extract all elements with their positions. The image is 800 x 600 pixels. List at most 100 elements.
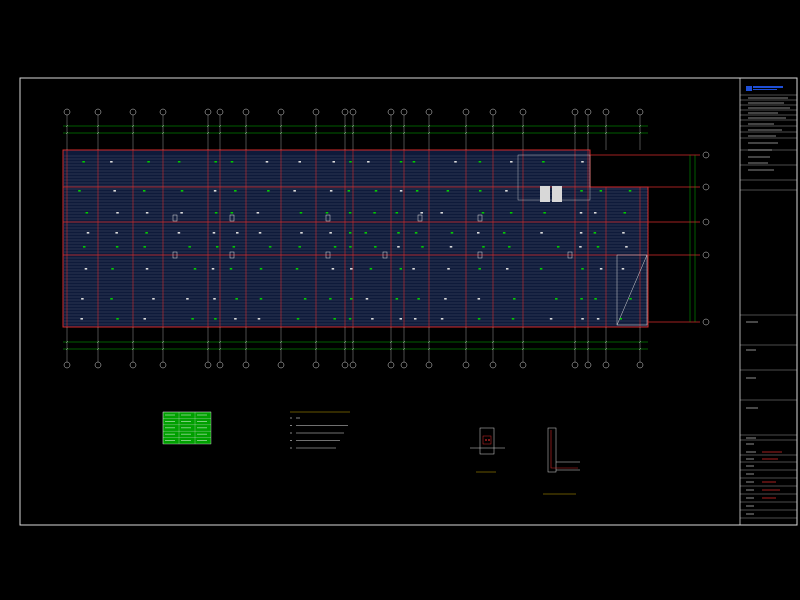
- rebar-mark: [234, 318, 237, 320]
- rebar-mark: [266, 161, 269, 163]
- rebar-mark: [400, 190, 403, 192]
- section-detail-1: [470, 428, 505, 472]
- rebar-mark: [348, 190, 351, 192]
- axis-bubble-top: [572, 109, 578, 115]
- axis-bubble-right: [703, 319, 709, 325]
- rebar-mark: [329, 298, 332, 300]
- rebar-mark: [600, 268, 603, 270]
- axis-bubble-top: [520, 109, 526, 115]
- axis-bubble-top: [205, 109, 211, 115]
- axis-bubble-top: [217, 109, 223, 115]
- axis-bubble-top: [160, 109, 166, 115]
- axis-bubble-bottom: [243, 362, 249, 368]
- rebar-mark: [365, 232, 368, 234]
- axis-bubble-bottom: [426, 362, 432, 368]
- rebar-mark: [447, 268, 450, 270]
- rebar-mark: [269, 246, 272, 248]
- rebar-mark: [178, 161, 181, 163]
- rebar-mark: [375, 190, 378, 192]
- rebar-mark: [298, 161, 301, 163]
- axis-bubble-top: [342, 109, 348, 115]
- rebar-mark: [259, 232, 262, 234]
- rebar-mark: [349, 246, 352, 248]
- rebar-mark: [146, 212, 149, 214]
- axis-bubble-top: [426, 109, 432, 115]
- rebar-mark: [581, 161, 584, 163]
- rebar-mark: [191, 318, 194, 320]
- rebar-mark: [213, 298, 216, 300]
- rebar-mark: [326, 212, 329, 214]
- rebar-mark: [482, 246, 485, 248]
- rebar-mark: [397, 246, 400, 248]
- rebar-mark: [110, 298, 113, 300]
- rebar-mark: [116, 246, 119, 248]
- rebar-mark: [152, 298, 155, 300]
- rebar-mark: [332, 161, 335, 163]
- axis-bubble-top: [603, 109, 609, 115]
- rebar-mark: [594, 212, 597, 214]
- axis-bubble-top: [95, 109, 101, 115]
- rebar-mark: [374, 246, 377, 248]
- rebar-mark: [412, 268, 415, 270]
- rebar-mark: [80, 318, 83, 320]
- axis-bubble-top: [490, 109, 496, 115]
- rebar-mark: [231, 161, 234, 163]
- rebar-mark: [188, 246, 191, 248]
- rebar-mark: [505, 190, 508, 192]
- axis-bubble-top: [130, 109, 136, 115]
- axis-bubble-bottom: [217, 362, 223, 368]
- axis-bubble-bottom: [64, 362, 70, 368]
- rebar-mark: [82, 161, 85, 163]
- rebar-mark: [597, 246, 600, 248]
- rebar-mark: [513, 298, 516, 300]
- rebar-mark: [350, 268, 353, 270]
- rebar-mark: [181, 190, 184, 192]
- axis-bottom-row: [64, 327, 643, 368]
- rebar-mark: [332, 268, 335, 270]
- rebar-mark: [370, 268, 373, 270]
- rebar-mark: [143, 318, 146, 320]
- rebar-mark: [143, 246, 146, 248]
- rebar-mark: [441, 318, 444, 320]
- rebar-mark: [479, 161, 482, 163]
- rebar-mark: [349, 318, 352, 320]
- rebar-mark: [110, 161, 113, 163]
- title-block: [740, 86, 797, 518]
- rebar-mark: [454, 161, 457, 163]
- rebar-mark: [350, 298, 353, 300]
- rebar-mark: [300, 232, 303, 234]
- rebar-mark: [478, 318, 481, 320]
- axis-bubble-bottom: [278, 362, 284, 368]
- rebar-mark: [230, 268, 233, 270]
- rebar-mark: [215, 212, 218, 214]
- axis-bubble-bottom: [130, 362, 136, 368]
- rebar-mark: [479, 190, 482, 192]
- rebar-mark: [236, 232, 239, 234]
- rebar-mark: [349, 161, 352, 163]
- rebar-mark: [234, 190, 237, 192]
- rebar-mark: [349, 232, 352, 234]
- rebar-mark: [298, 246, 301, 248]
- rebar-mark: [450, 246, 453, 248]
- rebar-mark: [482, 212, 485, 214]
- rebar-mark: [329, 232, 332, 234]
- rebar-mark: [581, 318, 584, 320]
- section-detail-2: [543, 428, 580, 494]
- axis-bubble-bottom: [637, 362, 643, 368]
- axis-bubble-bottom: [585, 362, 591, 368]
- rebar-mark: [581, 268, 584, 270]
- slab-outline: [63, 150, 648, 327]
- floor-plan: [63, 150, 700, 327]
- rebar-mark: [510, 161, 513, 163]
- rebar-mark: [86, 212, 89, 214]
- general-notes: [290, 412, 350, 448]
- axis-bubble-right: [703, 184, 709, 190]
- rebar-mark: [147, 161, 150, 163]
- rebar-mark: [143, 190, 146, 192]
- axis-bubble-bottom: [490, 362, 496, 368]
- axis-bubble-bottom: [350, 362, 356, 368]
- rebar-mark: [371, 318, 374, 320]
- axis-bubble-top: [463, 109, 469, 115]
- rebar-mark: [146, 268, 149, 270]
- rebar-mark: [111, 268, 114, 270]
